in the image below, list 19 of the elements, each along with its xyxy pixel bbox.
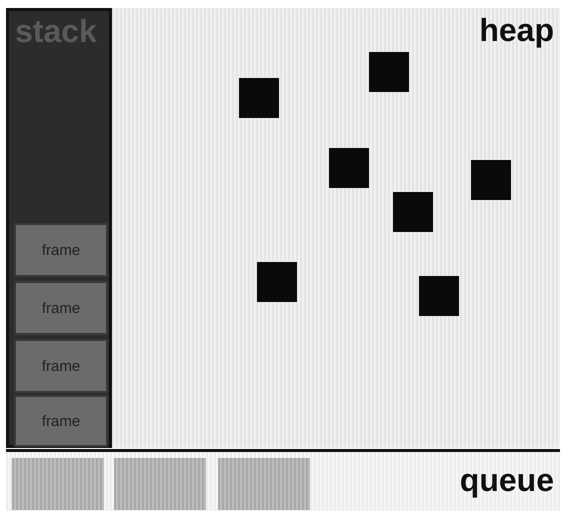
queue-panel: [6, 449, 560, 511]
message-block: [12, 458, 104, 510]
object-block: [369, 52, 409, 92]
frame-box: frame: [14, 339, 108, 393]
panel-title: heap: [479, 12, 554, 48]
object-block: [471, 160, 511, 200]
message-block: [218, 458, 310, 510]
object-block: [257, 262, 297, 302]
object-block: [239, 78, 279, 118]
frame-box: frame: [14, 223, 108, 277]
object-block: [419, 276, 459, 316]
object-block: [393, 192, 433, 232]
panel-title: queue: [460, 462, 554, 498]
message-block: [114, 458, 206, 510]
object-block: [329, 148, 369, 188]
frame-box: frame: [14, 395, 108, 447]
frame-box: frame: [14, 281, 108, 335]
stack-panel: [6, 8, 112, 448]
heap-panel: [112, 8, 560, 448]
